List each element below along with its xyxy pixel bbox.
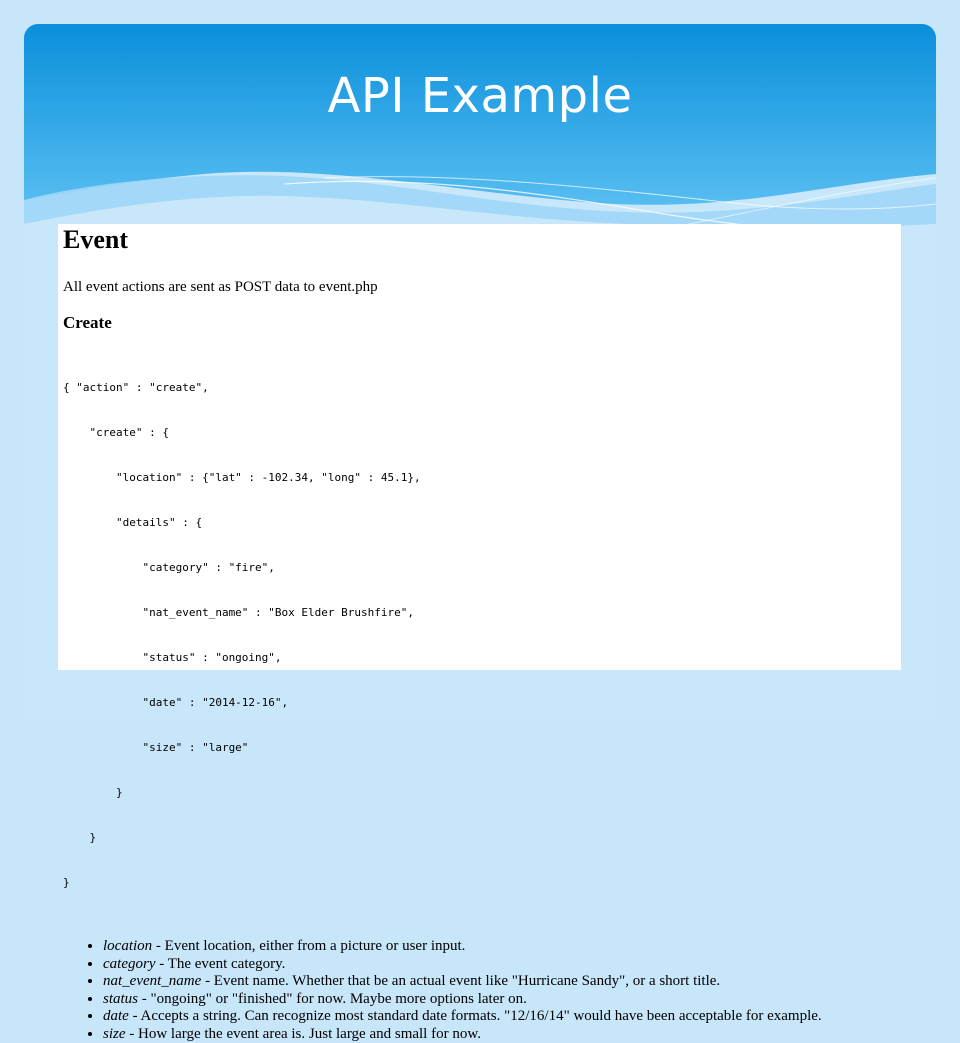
code-block: { "action" : "create", "create" : { "loc… <box>63 350 901 920</box>
list-item: category - The event category. <box>103 956 901 974</box>
doc-subheading: Create <box>63 313 901 333</box>
list-item: nat_event_name - Event name. Whether tha… <box>103 973 901 991</box>
code-line: "status" : "ongoing", <box>63 650 901 665</box>
slide-title: API Example <box>24 68 936 124</box>
code-line: "category" : "fire", <box>63 560 901 575</box>
code-line: "size" : "large" <box>63 740 901 755</box>
list-item: location - Event location, either from a… <box>103 938 901 956</box>
code-line: "location" : {"lat" : -102.34, "long" : … <box>63 470 901 485</box>
field-description: - "ongoing" or "finished" for now. Maybe… <box>138 991 527 1007</box>
code-line: } <box>63 875 901 890</box>
code-line: "details" : { <box>63 515 901 530</box>
code-line: { "action" : "create", <box>63 380 901 395</box>
code-line: } <box>63 785 901 800</box>
field-list: location - Event location, either from a… <box>63 938 901 1043</box>
field-name: location <box>103 938 152 954</box>
field-description: - Event name. Whether that be an actual … <box>201 973 720 989</box>
field-name: size <box>103 1026 126 1042</box>
field-description: - The event category. <box>155 956 285 972</box>
field-name: nat_event_name <box>103 973 201 989</box>
code-line: } <box>63 830 901 845</box>
doc-intro: All event actions are sent as POST data … <box>63 278 901 296</box>
code-line: "create" : { <box>63 425 901 440</box>
field-name: date <box>103 1008 129 1024</box>
list-item: date - Accepts a string. Can recognize m… <box>103 1008 901 1026</box>
field-name: category <box>103 956 155 972</box>
field-description: - How large the event area is. Just larg… <box>126 1026 481 1042</box>
doc-heading: Event <box>63 224 901 256</box>
list-item: size - How large the event area is. Just… <box>103 1026 901 1043</box>
field-name: status <box>103 991 138 1007</box>
field-description: - Accepts a string. Can recognize most s… <box>129 1008 822 1024</box>
api-doc-panel: Event All event actions are sent as POST… <box>58 224 901 670</box>
code-line: "nat_event_name" : "Box Elder Brushfire"… <box>63 605 901 620</box>
code-line: "date" : "2014-12-16", <box>63 695 901 710</box>
field-description: - Event location, either from a picture … <box>152 938 465 954</box>
list-item: status - "ongoing" or "finished" for now… <box>103 991 901 1009</box>
